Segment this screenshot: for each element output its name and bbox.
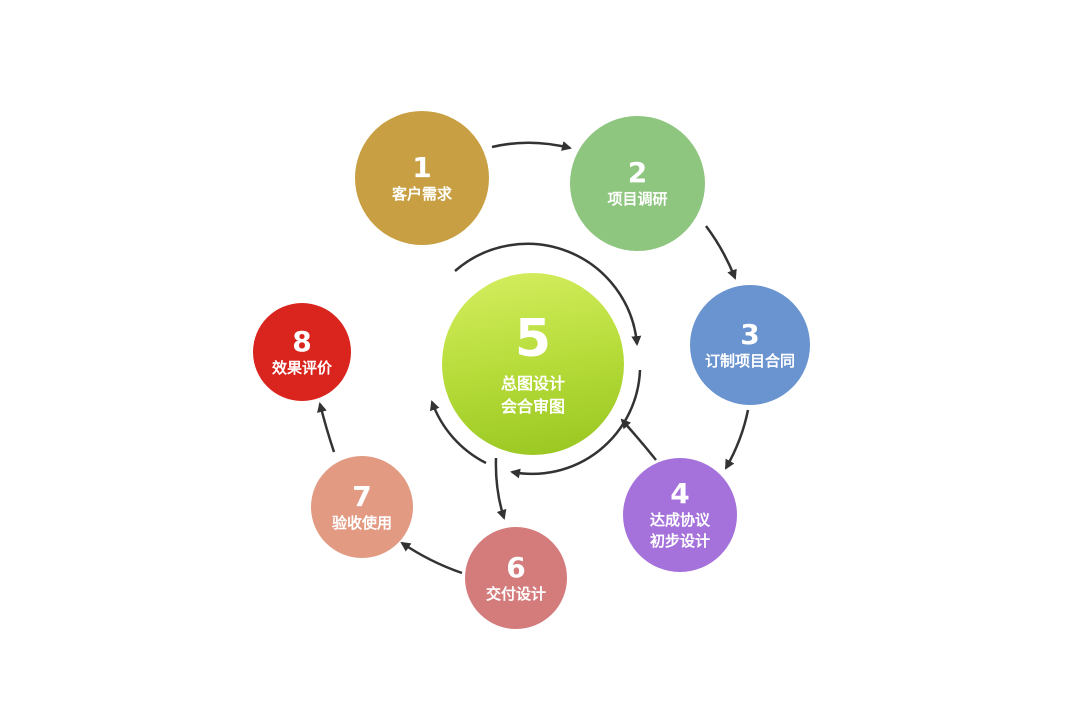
ring-arrow-bottom <box>510 369 642 479</box>
step-3-contract: 3 订制项目合同 <box>690 285 810 405</box>
step-number: 6 <box>506 550 526 584</box>
step-number: 8 <box>292 324 312 358</box>
step-8-evaluation: 8 效果评价 <box>253 303 351 401</box>
arrow-4-5 <box>620 418 657 461</box>
step-number: 7 <box>352 479 372 513</box>
step-2-project-research: 2 项目调研 <box>570 116 705 251</box>
step-7-acceptance: 7 验收使用 <box>311 456 413 558</box>
arrow-2-3 <box>704 225 737 280</box>
step-label-line2: 初步设计 <box>649 532 710 550</box>
arrow-1-2 <box>491 141 572 151</box>
step-label-line2: 会合审图 <box>500 397 565 416</box>
arrow-3-4 <box>724 409 750 470</box>
arrow-7-8 <box>317 402 336 453</box>
arrow-5-6 <box>494 457 507 520</box>
step-label: 订制项目合同 <box>704 351 795 370</box>
step-number: 5 <box>514 309 552 369</box>
step-4-agreement: 4 达成协议 初步设计 <box>623 458 737 572</box>
step-label: 客户需求 <box>391 184 452 203</box>
step-label: 验收使用 <box>331 513 392 532</box>
ring-arrow-left <box>430 400 487 465</box>
arrow-6-7 <box>400 541 463 575</box>
step-number: 1 <box>412 150 432 184</box>
step-6-delivery: 6 交付设计 <box>465 527 567 629</box>
step-label-line1: 达成协议 <box>649 511 710 529</box>
step-label: 交付设计 <box>485 584 546 603</box>
step-label-line1: 总图设计 <box>500 374 565 393</box>
step-number: 4 <box>670 477 690 510</box>
step-1-customer-needs: 1 客户需求 <box>355 111 489 245</box>
step-label: 效果评价 <box>271 358 332 377</box>
step-number: 2 <box>627 156 648 189</box>
ring-arrow-top <box>454 242 642 346</box>
step-label: 项目调研 <box>607 190 668 208</box>
step-number: 3 <box>740 317 760 351</box>
step-5-master-design: 5 总图设计 会合审图 <box>442 273 624 455</box>
